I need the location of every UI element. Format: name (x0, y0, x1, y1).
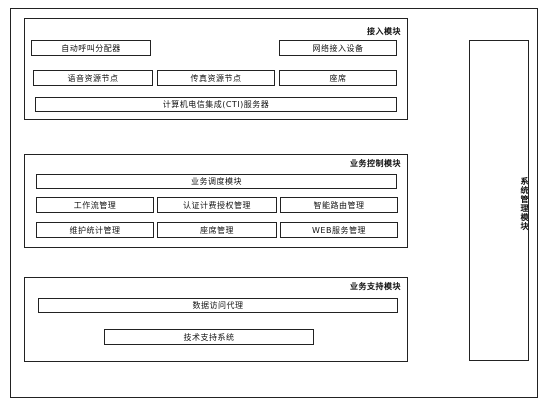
agent-seat-box: 座席 (279, 70, 397, 86)
access-module-title: 接入模块 (367, 27, 401, 36)
smart-routing-management-box: 智能路由管理 (280, 197, 398, 213)
data-access-proxy-box: 数据访问代理 (38, 298, 398, 313)
fax-resource-node-box: 传真资源节点 (157, 70, 275, 86)
web-service-management-box: WEB服务管理 (280, 222, 398, 238)
business-support-module: 业务支持模块 数据访问代理 技术支持系统 (24, 277, 408, 362)
business-control-module: 业务控制模块 业务调度模块 工作流管理 认证计费授权管理 智能路由管理 维护统计… (24, 154, 408, 248)
cti-server-box: 计算机电信集成(CTI)服务器 (35, 97, 397, 112)
access-module: 接入模块 自动呼叫分配器 网络接入设备 语音资源节点 传真资源节点 座席 计算机… (24, 18, 408, 120)
auth-billing-management-box: 认证计费授权管理 (157, 197, 277, 213)
system-management-module: 系统管理模块 (469, 40, 529, 361)
workflow-management-box: 工作流管理 (36, 197, 154, 213)
voice-resource-node-box: 语音资源节点 (33, 70, 153, 86)
business-support-module-title: 业务支持模块 (350, 282, 401, 291)
business-control-module-title: 业务控制模块 (350, 159, 401, 168)
maintenance-stats-management-box: 维护统计管理 (36, 222, 154, 238)
seat-management-box: 座席管理 (157, 222, 277, 238)
network-access-device-box: 网络接入设备 (279, 40, 397, 56)
auto-call-distributor-box: 自动呼叫分配器 (31, 40, 151, 56)
tech-support-system-box: 技术支持系统 (104, 329, 314, 345)
system-management-module-title: 系统管理模块 (520, 177, 529, 231)
business-scheduling-box: 业务调度模块 (36, 174, 397, 189)
